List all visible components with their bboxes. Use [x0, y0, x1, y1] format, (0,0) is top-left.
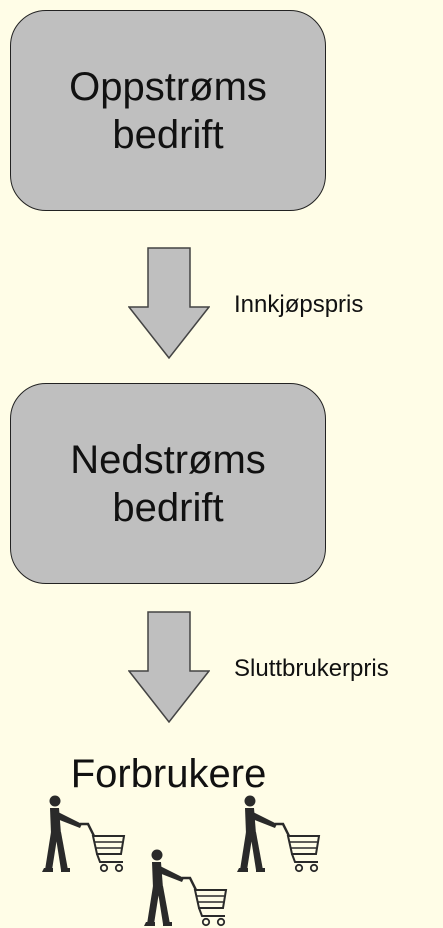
- shopper-with-cart-icon: [237, 794, 321, 874]
- downstream-company-label-line1: Nedstrøms: [70, 437, 266, 482]
- shopper-with-cart-icon: [144, 848, 228, 928]
- end-user-price-label: Sluttbrukerpris: [234, 655, 389, 682]
- down-arrow-end-user-price: [128, 611, 210, 723]
- downstream-company-label-line2: bedrift: [112, 485, 224, 530]
- upstream-company-label-line1: Oppstrøms: [69, 64, 267, 109]
- down-arrow-purchase-price: [128, 247, 210, 359]
- upstream-company-box: Oppstrøms bedrift: [10, 10, 326, 211]
- purchase-price-label: Innkjøpspris: [234, 291, 364, 318]
- consumers-title: Forbrukere: [70, 752, 267, 796]
- upstream-company-label-line2: bedrift: [112, 112, 224, 157]
- downstream-company-box: Nedstrøms bedrift: [10, 383, 326, 584]
- shopper-with-cart-icon: [42, 794, 126, 874]
